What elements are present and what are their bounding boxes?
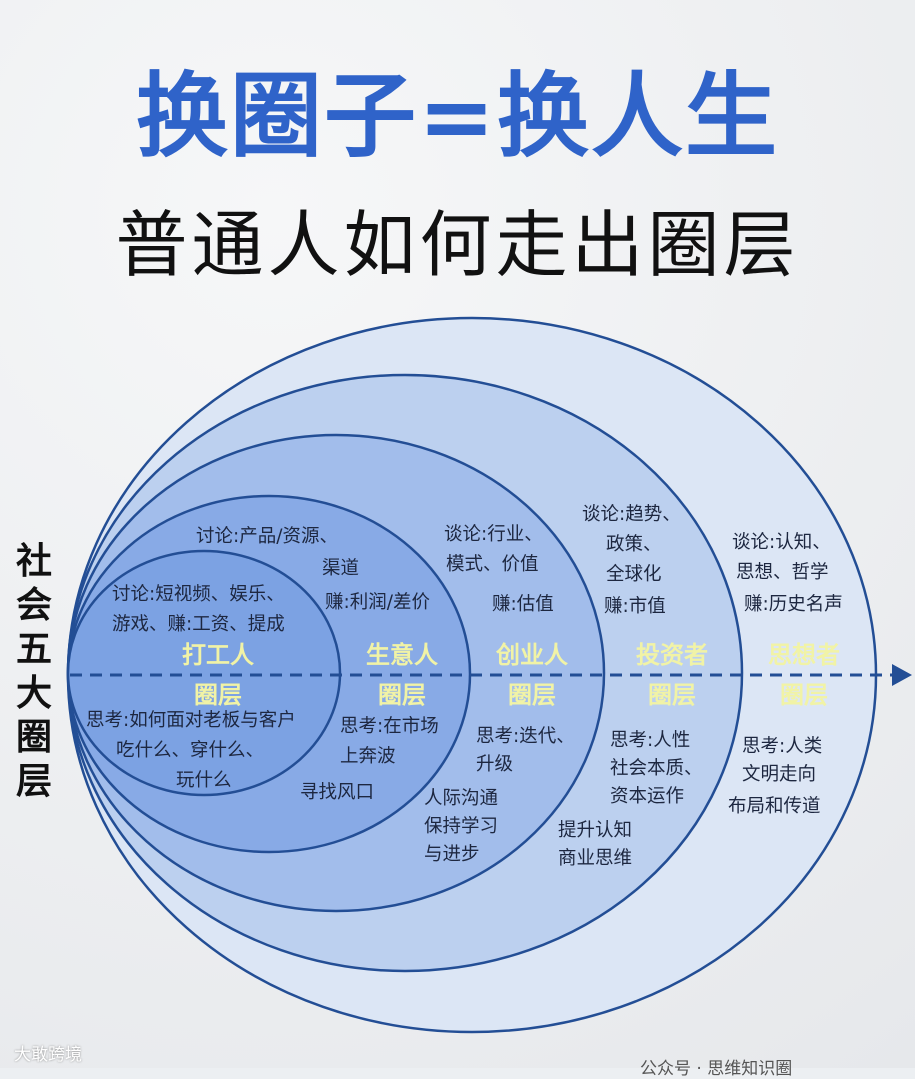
layer-think-line: 思考:迭代、 [476, 726, 575, 747]
layer-suffix: 圈层 [780, 681, 828, 709]
layer-think-line: 思考:人性 [610, 730, 691, 751]
layer-think-line: 布局和传道 [728, 796, 821, 817]
layer-talk-line: 游戏、赚:工资、提成 [112, 614, 285, 635]
layer-think-line: 人际沟通 [424, 788, 499, 809]
layer-talk-line: 谈论:趋势、 [582, 504, 681, 525]
side-label: 社会五大圈层 [15, 541, 52, 802]
layer-talk-line: 政策、 [606, 534, 662, 555]
layer-name: 创业人 [496, 641, 568, 669]
layer-talk-line: 赚:历史名声 [744, 594, 843, 615]
layer-think-line: 寻找风口 [300, 782, 375, 803]
layer-name: 生意人 [366, 641, 438, 669]
layer-think-line: 思考:如何面对老板与客户 [86, 710, 296, 731]
layer-think-line: 商业思维 [558, 848, 633, 869]
page-title: 换圈子=换人生 [135, 63, 780, 170]
watermark-right: 公众号 · 思维知识圈 [640, 1059, 793, 1079]
layer-talk-line: 谈论:行业、 [444, 524, 543, 545]
page-subtitle: 普通人如何走出圈层 [115, 203, 800, 287]
layer-talk-line: 思想、哲学 [736, 562, 829, 583]
layer-suffix: 圈层 [648, 681, 696, 709]
layer-think-line: 上奔波 [340, 746, 396, 767]
layer-suffix: 圈层 [194, 681, 242, 709]
layer-suffix: 圈层 [508, 681, 556, 709]
layer-name: 思想者 [768, 641, 840, 669]
layer-talk-line: 讨论:短视频、娱乐、 [112, 584, 285, 605]
layer-think-line: 社会本质、 [610, 758, 703, 779]
layer-suffix: 圈层 [378, 681, 426, 709]
layer-think-line: 与进步 [424, 844, 480, 865]
layer-talk-line: 赚:估值 [492, 594, 554, 615]
layer-talk-line: 赚:利润/差价 [325, 592, 430, 613]
layer-think-line: 保持学习 [424, 816, 499, 837]
layer-think-line: 玩什么 [176, 770, 232, 791]
layer-talk-line: 全球化 [606, 564, 662, 585]
layer-name: 投资者 [636, 641, 708, 669]
layer-talk-line: 赚:市值 [604, 596, 666, 617]
layer-think-line: 思考:人类 [742, 736, 823, 757]
arrow-head-icon [892, 664, 912, 686]
layer-think-line: 资本运作 [610, 786, 685, 807]
layer-talk-line: 模式、价值 [446, 554, 539, 575]
layer-name: 打工人 [182, 641, 254, 669]
layer-think-line: 文明走向 [742, 764, 817, 785]
watermark-left: 大敢跨境 [14, 1045, 82, 1065]
circle-worker [66, 549, 342, 797]
layer-talk-line: 讨论:产品/资源、 [196, 526, 338, 547]
layer-think-line: 吃什么、穿什么、 [116, 740, 265, 761]
layer-think-line: 思考:在市场 [340, 716, 439, 737]
layer-think-line: 提升认知 [558, 820, 633, 841]
layer-talk-line: 谈论:认知、 [732, 532, 831, 553]
layer-talk-line: 渠道 [322, 558, 360, 579]
layer-think-line: 升级 [476, 754, 514, 775]
